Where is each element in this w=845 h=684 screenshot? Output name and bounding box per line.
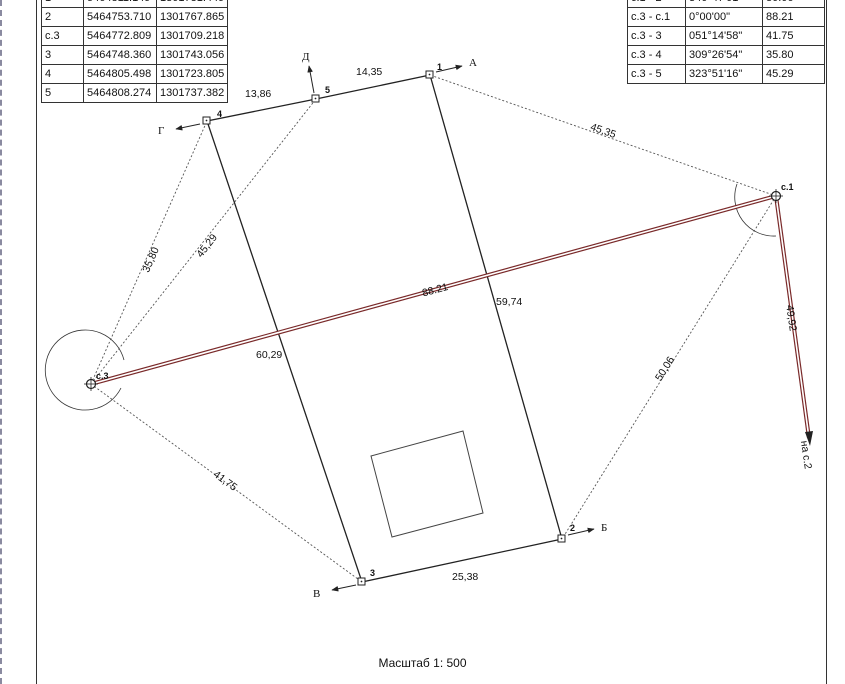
- sight-line-s1-p2: [561, 195, 777, 540]
- traverse-s3-s1-inner: [90, 195, 777, 385]
- coord-cell: 1301709.218: [155, 26, 229, 46]
- length-label-s3-p5: 45,29: [194, 232, 220, 260]
- coord-cell: 5464753.710: [83, 7, 157, 27]
- dir-arrow-p1: [435, 64, 463, 73]
- parcel-boundary: [206, 74, 563, 583]
- scale-label: Масштаб 1: 500: [378, 656, 467, 670]
- length-label-s1-s2: 49,92: [783, 304, 799, 332]
- coord-cell: с.3: [41, 26, 84, 46]
- dir-letter-d: Д: [302, 51, 310, 63]
- point-label-4: 4: [217, 109, 222, 119]
- point-marker-1: [425, 70, 434, 79]
- angle-cell: 051°14'58": [685, 26, 763, 46]
- angle-cell: 0°00'00": [685, 7, 763, 27]
- coord-cell: 5464748.360: [83, 45, 157, 65]
- coord-cell: 3: [41, 45, 84, 65]
- station-marker-s1: [769, 189, 783, 203]
- station-marker-s3: [84, 377, 98, 391]
- coordinates-table: 15464811.1491301731.44925464753.71013017…: [41, 0, 229, 103]
- point-marker-5: [311, 94, 320, 103]
- page-frame-dashed: [0, 0, 4, 684]
- length-label-s1-p1: 45,35: [589, 121, 618, 141]
- point-label-1: 1: [437, 62, 442, 72]
- point-marker-3: [357, 577, 366, 586]
- station-label-s1: с.1: [781, 182, 794, 192]
- point-label-2: 2: [570, 523, 575, 533]
- station-label-s2: на с.2: [798, 440, 814, 470]
- length-label-4-5: 13,86: [245, 88, 271, 100]
- point-marker-4: [202, 116, 211, 125]
- length-label-s3-p4: 35,80: [140, 245, 162, 274]
- angle-arc-s1: [734, 183, 777, 237]
- angle-cell: 45.29: [762, 64, 825, 84]
- angle-cell: 323°51'16": [685, 64, 763, 84]
- page-frame-right: [826, 0, 827, 684]
- page-frame-left: [36, 0, 37, 684]
- length-label-s3-p3: 41,75: [211, 469, 239, 494]
- traverse-s1-s2-inner: [775, 195, 810, 439]
- station-label-s3: с.3: [96, 371, 109, 381]
- coord-cell: 1301737.382: [155, 83, 229, 103]
- length-label-1-2: 59,74: [496, 296, 522, 308]
- angle-arc-s3: [44, 329, 125, 411]
- angle-cell: с.3 - 5: [627, 64, 686, 84]
- bearings-table: с.1 - 2340°47'01"80.06с.3 - с.10°00'00"8…: [627, 0, 825, 84]
- angle-cell: с.3 - с.1: [627, 7, 686, 27]
- coord-cell: 5464808.274: [83, 83, 157, 103]
- length-label-2-3: 25,38: [452, 571, 478, 583]
- traverse-s2-arrowhead: [805, 431, 813, 446]
- coord-cell: 1301743.056: [155, 45, 229, 65]
- length-label-s1-p2: 50,06: [653, 354, 677, 383]
- angle-cell: 35.80: [762, 45, 825, 65]
- coord-cell: 5: [41, 83, 84, 103]
- coord-cell: 1301723.805: [155, 64, 229, 84]
- point-marker-2: [557, 534, 566, 543]
- dir-arrow-p3: [331, 584, 357, 592]
- building-outline: [370, 430, 484, 538]
- point-label-3: 3: [370, 568, 375, 578]
- point-label-5: 5: [325, 85, 330, 95]
- length-label-3-4: 60,29: [256, 349, 282, 361]
- angle-cell: 309°26'54": [685, 45, 763, 65]
- coord-cell: 5464805.498: [83, 64, 157, 84]
- dir-letter-b: Б: [601, 522, 607, 534]
- length-label-s3-s1: 88.21: [421, 281, 450, 299]
- sight-line-s3-p5: [90, 98, 317, 385]
- angle-cell: 41.75: [762, 26, 825, 46]
- coord-cell: 1301767.865: [155, 7, 229, 27]
- sight-line-s1-p1: [429, 74, 777, 197]
- angle-cell: с.3 - 3: [627, 26, 686, 46]
- dir-arrow-p2: [567, 527, 595, 536]
- dir-arrow-p4: [175, 123, 201, 131]
- dir-letter-a: А: [469, 57, 477, 69]
- dir-arrow-p5: [307, 65, 315, 94]
- angle-cell: 88.21: [762, 7, 825, 27]
- angle-cell: с.3 - 4: [627, 45, 686, 65]
- dir-letter-v: В: [313, 588, 320, 600]
- length-label-5-1: 14,35: [356, 66, 382, 78]
- coord-cell: 2: [41, 7, 84, 27]
- dir-letter-g: Г: [158, 125, 164, 137]
